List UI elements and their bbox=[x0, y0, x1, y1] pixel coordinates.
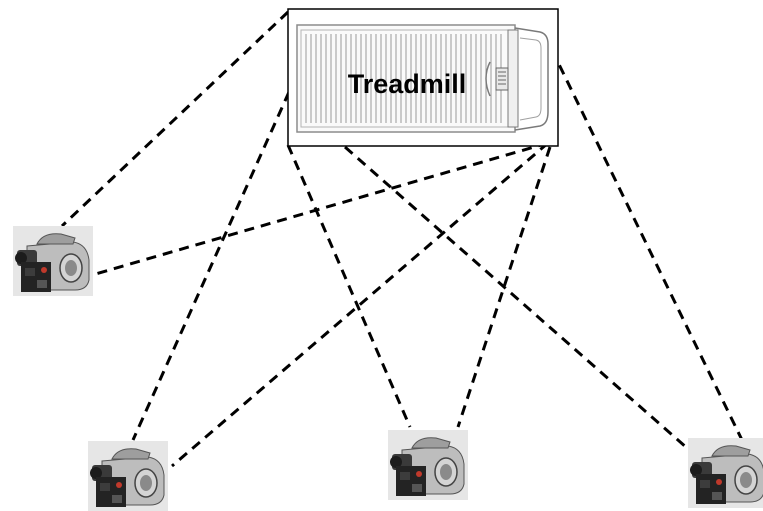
sightline bbox=[131, 91, 291, 441]
sightline bbox=[91, 141, 549, 277]
sightlines bbox=[60, 10, 744, 468]
treadmill-icon bbox=[296, 24, 549, 133]
camera-bottom-right bbox=[687, 437, 763, 509]
video-camera-icon bbox=[12, 225, 94, 297]
sightline bbox=[550, 49, 744, 441]
sightline bbox=[60, 10, 290, 228]
sightline bbox=[171, 141, 549, 468]
sightline bbox=[286, 144, 412, 428]
video-camera-icon bbox=[87, 440, 169, 511]
camera-bottom-center bbox=[387, 429, 469, 501]
camera-left bbox=[12, 225, 94, 297]
treadmill-label: Treadmill bbox=[348, 69, 467, 99]
sightline bbox=[344, 145, 696, 457]
treadmill: Treadmill bbox=[287, 8, 559, 147]
video-camera-icon bbox=[387, 429, 469, 501]
sightline bbox=[456, 146, 552, 428]
camera-bottom-left bbox=[87, 440, 169, 511]
video-camera-icon bbox=[687, 437, 763, 509]
